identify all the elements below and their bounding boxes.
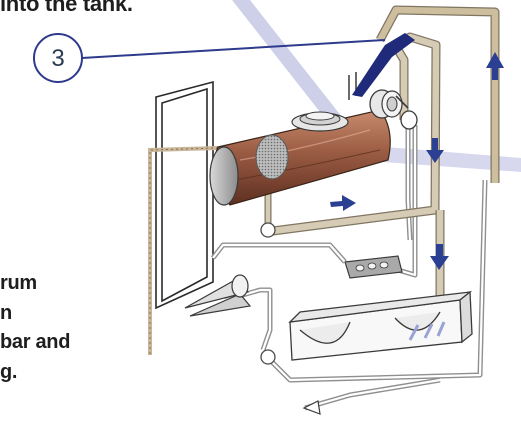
flow-arrow-up	[486, 52, 504, 80]
nozzle-assembly	[184, 274, 252, 317]
callout-number: 3	[51, 45, 64, 72]
inlet-pipe	[352, 33, 415, 97]
flow-arrow-right	[330, 195, 356, 211]
collection-tank	[288, 290, 473, 361]
flow-arrow-down-upper	[426, 138, 444, 163]
caption-top: into the tank.	[0, 0, 133, 16]
flow-arrow-down-lower	[430, 244, 449, 270]
pipe-joints	[260, 222, 276, 365]
motor-pulley	[369, 89, 418, 130]
outlet-nozzle	[302, 400, 321, 415]
lower-piping-inner	[212, 125, 487, 410]
caption-left-line-1: rum	[0, 272, 37, 294]
caption-left-line-3: bar and	[0, 331, 71, 353]
outflow-pipe-left	[148, 146, 219, 355]
callout-marker: 3	[33, 33, 386, 83]
wall-panel	[155, 80, 214, 310]
caption-left-line-2: n	[0, 302, 12, 324]
caption-left-line-4: g.	[0, 361, 18, 383]
support-frame	[348, 72, 357, 100]
burner-unit	[344, 255, 403, 279]
drum	[209, 109, 391, 206]
